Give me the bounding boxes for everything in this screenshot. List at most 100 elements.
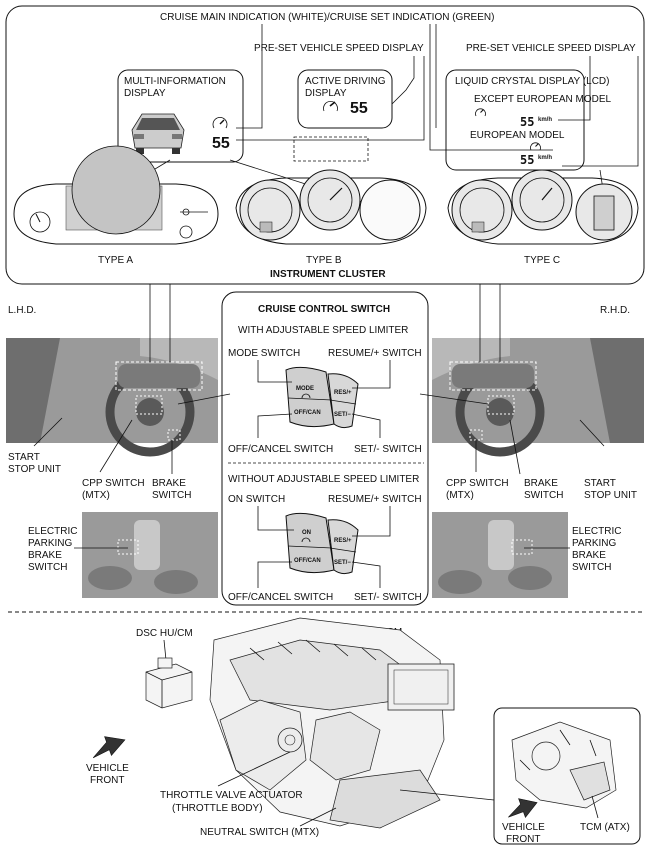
switch-with-speed-limiter: MODE OFF/CAN RES/+ SET/− xyxy=(285,366,359,429)
epb-label-l4: SWITCH xyxy=(28,562,67,573)
cruise-main-icon xyxy=(301,537,311,543)
svg-text:55: 55 xyxy=(520,115,534,129)
cruise-main-label: CRUISE MAIN INDICATION (WHITE)/CRUISE SE… xyxy=(160,12,494,23)
epb-label-r2: PARKING xyxy=(572,538,616,549)
cruise-control-switch-panel: CRUISE CONTROL SWITCH WITH ADJUSTABLE SP… xyxy=(221,291,429,606)
svg-text:DISPLAY: DISPLAY xyxy=(305,88,347,99)
instrument-cluster-label: INSTRUMENT CLUSTER xyxy=(270,269,386,280)
svg-text:ON SWITCH: ON SWITCH xyxy=(228,494,285,505)
brake-label-l: BRAKE xyxy=(152,478,186,489)
svg-text:OFF/CANCEL SWITCH: OFF/CANCEL SWITCH xyxy=(228,444,333,455)
svg-text:km/h: km/h xyxy=(538,155,552,161)
svg-text:CRUISE CONTROL SWITCH: CRUISE CONTROL SWITCH xyxy=(258,304,390,315)
lhd-label: L.H.D. xyxy=(8,305,36,316)
svg-text:VEHICLE: VEHICLE xyxy=(502,822,545,833)
type-b-label: TYPE B xyxy=(306,255,342,266)
cruise-main-icon xyxy=(301,393,311,399)
throttle-label-1: THROTTLE VALVE ACTUATOR xyxy=(160,790,303,801)
svg-text:FRONT: FRONT xyxy=(506,834,540,845)
brake-label-l2: SWITCH xyxy=(152,490,191,501)
cruise-main-icon xyxy=(475,108,486,117)
lcd-callout: LIQUID CRYSTAL DISPLAY (LCD) EXCEPT EURO… xyxy=(445,69,612,171)
svg-text:SET/- SWITCH: SET/- SWITCH xyxy=(354,444,422,455)
svg-text:EXCEPT EUROPEAN MODEL: EXCEPT EUROPEAN MODEL xyxy=(474,94,612,105)
svg-text:km/h: km/h xyxy=(538,117,552,123)
tcm-inset: VEHICLE FRONT TCM (ATX) xyxy=(493,707,641,845)
svg-text:SET/−: SET/− xyxy=(334,412,351,418)
type-a-label: TYPE A xyxy=(98,255,133,266)
cruise-main-icon xyxy=(530,142,541,151)
svg-text:55: 55 xyxy=(520,153,534,167)
lhd-cockpit-photo xyxy=(6,338,218,457)
svg-text:TCM (ATX): TCM (ATX) xyxy=(580,822,630,833)
speed-value-a: 55 xyxy=(212,135,230,152)
engine-drawing xyxy=(209,617,455,829)
throttle-label-2: (THROTTLE BODY) xyxy=(172,803,263,814)
svg-text:MODE SWITCH: MODE SWITCH xyxy=(228,348,300,359)
cluster-type-b xyxy=(235,169,427,245)
svg-text:WITH ADJUSTABLE SPEED LIMITER: WITH ADJUSTABLE SPEED LIMITER xyxy=(238,325,408,336)
cluster-type-a xyxy=(13,145,219,245)
vehicle-front-arrow-icon xyxy=(508,798,538,819)
brake-label-r: BRAKE xyxy=(524,478,558,489)
cpp-label-r2: (MTX) xyxy=(446,490,474,501)
brake-label-r2: SWITCH xyxy=(524,490,563,501)
svg-text:RES/+: RES/+ xyxy=(334,390,352,396)
cpp-label-l2: (MTX) xyxy=(82,490,110,501)
svg-text:OFF/CAN: OFF/CAN xyxy=(294,558,321,564)
speed-value-b: 55 xyxy=(350,100,368,117)
vehicle-front-label-2: FRONT xyxy=(90,775,124,786)
svg-text:SET/−: SET/− xyxy=(334,560,351,566)
dsc-unit-drawing xyxy=(145,657,193,709)
switch-without-speed-limiter: ON OFF/CAN RES/+ SET/− xyxy=(285,512,359,575)
cruise-main-icon xyxy=(323,101,338,112)
svg-text:SET/- SWITCH: SET/- SWITCH xyxy=(354,592,422,603)
multi-information-display-callout: MULTI-INFORMATION DISPLAY 55 xyxy=(117,69,244,163)
cpp-label-r: CPP SWITCH xyxy=(446,478,509,489)
start-stop-label-r2: STOP UNIT xyxy=(584,490,637,501)
epb-label-l3: BRAKE xyxy=(28,550,62,561)
car-rear-icon xyxy=(131,113,185,154)
neutral-switch-label: NEUTRAL SWITCH (MTX) xyxy=(200,827,319,838)
svg-text:EUROPEAN MODEL: EUROPEAN MODEL xyxy=(470,130,565,141)
svg-text:WITHOUT ADJUSTABLE SPEED LIMIT: WITHOUT ADJUSTABLE SPEED LIMITER xyxy=(228,474,419,485)
start-stop-label-r: START xyxy=(584,478,616,489)
epb-label-r1: ELECTRIC xyxy=(572,526,621,537)
epb-label-l1: ELECTRIC xyxy=(28,526,77,537)
svg-text:MULTI-INFORMATION: MULTI-INFORMATION xyxy=(124,76,226,87)
start-stop-label-l: START xyxy=(8,452,40,463)
lhd-leader-lines xyxy=(33,284,231,474)
tcm-leader xyxy=(399,789,495,801)
preset-speed-label-a: PRE-SET VEHICLE SPEED DISPLAY xyxy=(254,43,424,54)
svg-text:RESUME/+ SWITCH: RESUME/+ SWITCH xyxy=(328,348,422,359)
instrument-cluster-panel xyxy=(5,5,645,285)
dsc-label: DSC HU/CM xyxy=(136,628,193,639)
lhd-console-photo xyxy=(82,512,218,598)
rhd-console-photo xyxy=(432,512,568,598)
cluster-type-c xyxy=(447,169,639,245)
svg-text:OFF/CANCEL SWITCH: OFF/CANCEL SWITCH xyxy=(228,592,333,603)
svg-text:LIQUID CRYSTAL DISPLAY (LCD): LIQUID CRYSTAL DISPLAY (LCD) xyxy=(455,76,610,87)
preset-speed-label-c: PRE-SET VEHICLE SPEED DISPLAY xyxy=(466,43,636,54)
svg-text:ACTIVE DRIVING: ACTIVE DRIVING xyxy=(305,76,386,87)
active-driving-display-area xyxy=(293,136,369,162)
start-stop-label-l2: STOP UNIT xyxy=(8,464,61,475)
svg-text:RES/+: RES/+ xyxy=(334,538,352,544)
svg-text:OFF/CAN: OFF/CAN xyxy=(294,410,321,416)
svg-text:DISPLAY: DISPLAY xyxy=(124,88,166,99)
cpp-label-l: CPP SWITCH xyxy=(82,478,145,489)
svg-text:MODE: MODE xyxy=(296,386,314,392)
rhd-cockpit-photo xyxy=(432,338,644,457)
epb-label-l2: PARKING xyxy=(28,538,72,549)
svg-text:RESUME/+ SWITCH: RESUME/+ SWITCH xyxy=(328,494,422,505)
cruise-main-icon xyxy=(212,116,228,129)
vehicle-front-label-1: VEHICLE xyxy=(86,763,129,774)
rhd-label: R.H.D. xyxy=(600,305,630,316)
vehicle-front-arrow-icon xyxy=(92,736,126,759)
active-driving-display-callout: ACTIVE DRIVING DISPLAY 55 xyxy=(293,69,393,162)
epb-label-r4: SWITCH xyxy=(572,562,611,573)
rhd-leader-lines xyxy=(419,284,605,475)
svg-text:ON: ON xyxy=(302,530,311,536)
type-c-label: TYPE C xyxy=(524,255,560,266)
